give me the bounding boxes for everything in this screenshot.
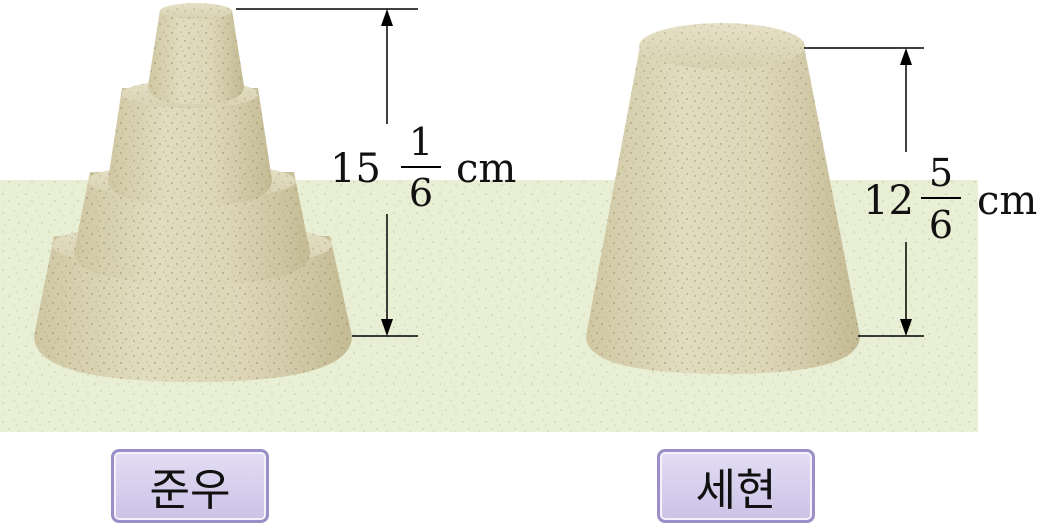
height-dimension-left: [236, 8, 441, 337]
name-tag-sehyeon: 세현: [657, 449, 815, 523]
height-dimension-right: [804, 47, 961, 337]
height-numerator-left: 1: [409, 120, 433, 164]
height-unit-right: cm: [977, 178, 1037, 224]
name-tag-junu: 준우: [111, 449, 269, 523]
height-whole-left: 15: [330, 146, 381, 192]
height-whole-right: 12: [863, 178, 914, 224]
stepped-sand-castle: [34, 3, 352, 382]
height-numerator-right: 5: [929, 151, 953, 195]
height-denominator-right: 6: [929, 203, 953, 247]
height-unit-left: cm: [456, 146, 516, 192]
single-sand-castle: [586, 23, 860, 374]
height-denominator-left: 6: [409, 171, 433, 215]
